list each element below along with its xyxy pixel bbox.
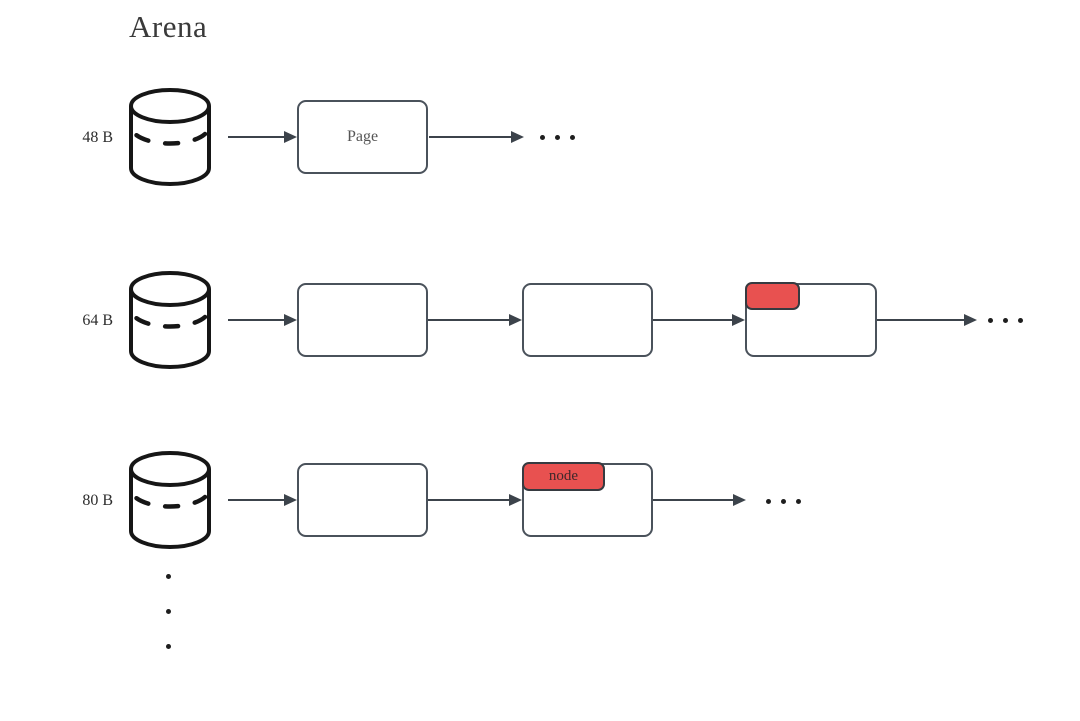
arrow-connector xyxy=(428,319,509,321)
ellipsis-dots-icon xyxy=(988,318,1023,323)
size-class-row-64b: 64 B xyxy=(0,260,1080,380)
page-box xyxy=(522,283,653,357)
page-box xyxy=(297,463,428,537)
dot xyxy=(555,135,560,140)
cylinder-icon xyxy=(129,451,211,549)
size-label: 64 B xyxy=(82,312,113,329)
cylinder-icon xyxy=(129,271,211,369)
arrow-connector xyxy=(228,319,284,321)
allocated-node-tab xyxy=(745,282,800,310)
arrow-connector xyxy=(228,499,284,501)
size-class-row-80b: 80 B node xyxy=(0,440,1080,560)
arrow-connector xyxy=(877,319,964,321)
page-box xyxy=(297,283,428,357)
dot xyxy=(570,135,575,140)
diagram-title: Arena xyxy=(129,9,208,44)
size-class-row-48b: 48 B Page xyxy=(0,77,1080,197)
ellipsis-dots-icon xyxy=(540,135,575,140)
page-box-label: Page xyxy=(346,128,379,145)
arrow-connector xyxy=(653,499,733,501)
size-label: 48 B xyxy=(82,129,113,146)
arrow-connector xyxy=(428,499,509,501)
dot xyxy=(781,499,786,504)
cylinder-icon xyxy=(129,88,211,186)
dot xyxy=(166,609,171,614)
arrow-connector xyxy=(653,319,732,321)
ellipsis-dots-icon xyxy=(766,499,801,504)
page-box: node xyxy=(522,462,653,537)
dot xyxy=(166,644,171,649)
size-label: 80 B xyxy=(82,492,113,509)
dot xyxy=(766,499,771,504)
page-box: Page xyxy=(297,100,428,174)
allocated-node-tab: node xyxy=(522,462,605,491)
allocated-node-tab-label: node xyxy=(548,468,579,484)
arrow-connector xyxy=(228,136,284,138)
dot xyxy=(796,499,801,504)
dot xyxy=(1018,318,1023,323)
page-box xyxy=(745,282,877,357)
dot xyxy=(1003,318,1008,323)
arrow-connector xyxy=(429,136,511,138)
dot xyxy=(988,318,993,323)
dot xyxy=(540,135,545,140)
vertical-ellipsis-dots-icon xyxy=(166,574,171,649)
dot xyxy=(166,574,171,579)
